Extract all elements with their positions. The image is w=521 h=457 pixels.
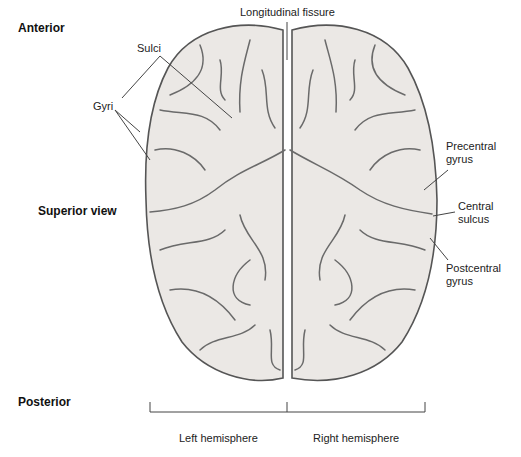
- part-label: Central sulcus: [458, 200, 513, 226]
- part-label: Precentral gyrus: [446, 140, 512, 166]
- direction-label: Posterior: [18, 396, 71, 409]
- part-label: Longitudinal fissure: [240, 6, 335, 19]
- gyri-lines: [150, 40, 432, 370]
- direction-label: Anterior: [18, 22, 65, 35]
- hemisphere-label: Left hemisphere: [179, 432, 258, 445]
- part-label: Gyri: [93, 100, 113, 113]
- hemisphere-bracket: [150, 402, 425, 412]
- view-label: Superior view: [38, 205, 117, 218]
- left-hemisphere: [146, 25, 283, 380]
- right-hemisphere: [292, 25, 437, 380]
- leader-lines: [115, 22, 455, 260]
- hemisphere-label: Right hemisphere: [313, 432, 399, 445]
- part-label: Postcentral gyrus: [446, 262, 512, 288]
- part-label: Sulci: [137, 42, 161, 55]
